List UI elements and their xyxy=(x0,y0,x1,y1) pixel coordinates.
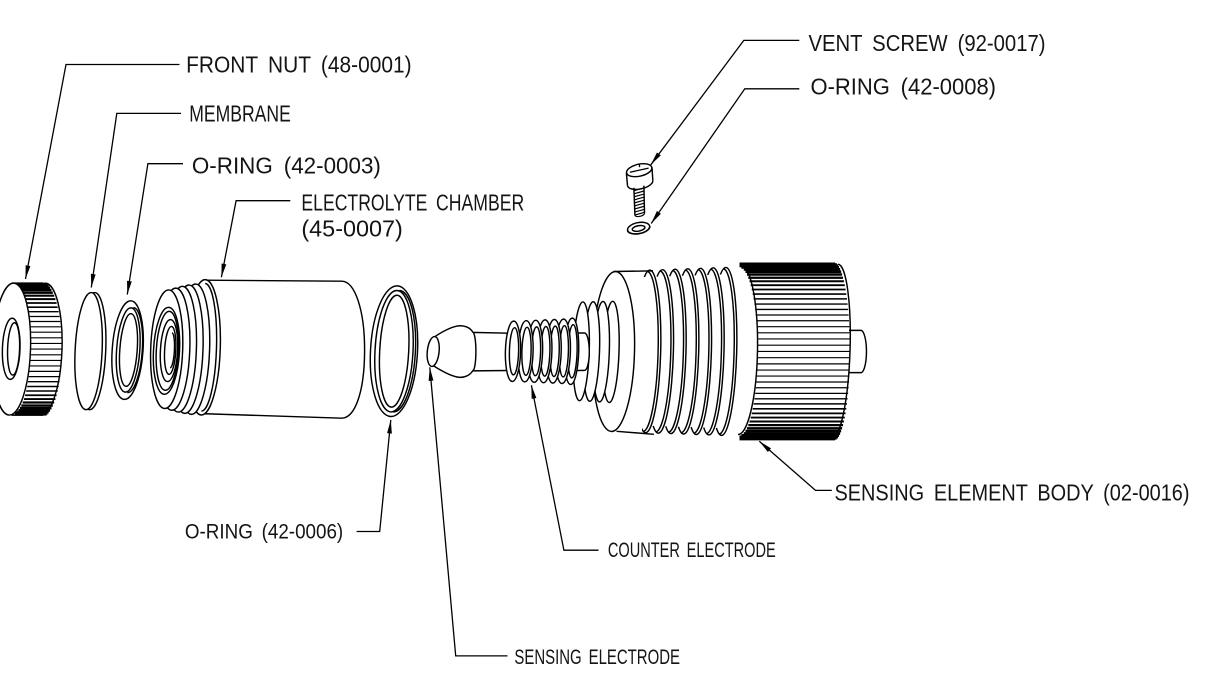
sensing-element-body-drawing-segment-94 xyxy=(433,325,477,379)
sensing-element-body-drawing-segment-66 xyxy=(655,270,672,433)
electrolyte-chamber-drawing-segment-0 xyxy=(201,279,366,419)
vent-screw-drawing-segment-6 xyxy=(633,190,645,195)
leader-lines-segment-15 xyxy=(531,385,537,399)
leader-lines-segment-16 xyxy=(429,367,508,657)
vent-screw-drawing-segment-3 xyxy=(633,187,636,216)
vent-screw-drawing-segment-5 xyxy=(633,187,645,192)
front-nut-drawing-segment-38 xyxy=(40,282,63,416)
sensing-element-body-drawing-segment-62 xyxy=(665,268,687,435)
oring-42-0008-drawing-segment-1 xyxy=(626,225,651,235)
label-counter-electrode: COUNTER ELECTRODE xyxy=(608,539,776,562)
membrane-drawing xyxy=(74,291,107,411)
vent-screw-drawing-segment-7 xyxy=(634,193,645,198)
oring-42-0006-drawing-segment-3 xyxy=(378,294,410,408)
label-oring-42-0003: O-RING (42-0003) xyxy=(192,153,381,179)
leader-lines-segment-6 xyxy=(220,200,291,278)
leader-lines-segment-19 xyxy=(759,441,772,452)
vent-screw-drawing-segment-2 xyxy=(626,180,654,191)
sensing-element-body-drawing-segment-72 xyxy=(616,430,654,436)
leader-lines-segment-5 xyxy=(127,280,132,295)
label-sensing-electrode: SENSING ELECTRODE xyxy=(514,646,680,669)
oring-42-0006-drawing-segment-2 xyxy=(374,289,414,413)
leader-lines-segment-11 xyxy=(651,211,661,224)
electrolyte-chamber-drawing-segment-2 xyxy=(201,282,218,412)
sensing-element-body-drawing-segment-71 xyxy=(613,270,654,273)
leader-lines-segment-18 xyxy=(758,440,832,492)
sensing-element-body-drawing-segment-59 xyxy=(677,268,700,435)
label-vent-screw: VENT SCREW (92-0017) xyxy=(809,30,1046,56)
leader-lines xyxy=(24,39,832,657)
leader-lines-segment-10 xyxy=(650,88,800,224)
sensing-element-body-drawing-segment-48 xyxy=(737,264,759,436)
sensing-element-body-drawing xyxy=(426,262,868,441)
electrolyte-chamber-drawing xyxy=(149,278,366,419)
leader-lines-segment-12 xyxy=(356,419,392,533)
sensing-element-body-drawing-segment-60 xyxy=(680,269,697,434)
membrane-drawing-segment-1 xyxy=(74,291,104,411)
sensing-element-body-drawing-segment-50 xyxy=(715,266,738,437)
oring-42-0008-drawing-segment-2 xyxy=(631,224,646,233)
leader-lines-segment-14 xyxy=(530,385,599,551)
sensing-element-body-drawing-segment-95 xyxy=(426,335,440,368)
leader-lines-segment-4 xyxy=(126,163,183,295)
oring-42-0003-drawing-segment-3 xyxy=(118,312,139,388)
sensing-element-body-drawing-segment-51 xyxy=(718,268,735,435)
oring-42-0006-drawing-segment-1 xyxy=(393,289,417,413)
vent-screw-drawing-segment-11 xyxy=(634,205,645,210)
sensing-element-body-drawing-segment-56 xyxy=(690,267,713,436)
leader-lines-segment-0 xyxy=(24,63,180,280)
oring-42-0003-drawing-segment-2 xyxy=(115,307,141,393)
oring-42-0006-drawing-segment-0 xyxy=(369,285,419,418)
label-front-nut: FRONT NUT (48-0001) xyxy=(186,52,412,78)
electrolyte-chamber-drawing-segment-8 xyxy=(152,306,181,395)
leader-lines-segment-2 xyxy=(90,112,181,288)
vent-screw-drawing-segment-4 xyxy=(643,185,646,214)
leader-lines-segment-8 xyxy=(650,39,800,166)
vent-screw-drawing-segment-12 xyxy=(634,208,645,213)
sensing-element-body-drawing-segment-57 xyxy=(693,268,710,434)
label-electrolyte-chamber-line1: ELECTROLYTE CHAMBER xyxy=(301,190,524,216)
vent-screw-drawing xyxy=(625,162,654,218)
vent-screw-drawing-segment-9 xyxy=(634,199,645,204)
sensing-element-body-drawing-segment-65 xyxy=(652,269,675,434)
sensing-element-body-drawing-segment-63 xyxy=(668,269,685,433)
electrolyte-chamber-drawing-segment-12 xyxy=(169,332,176,369)
sensing-element-body-drawing-segment-54 xyxy=(706,268,723,435)
sensing-element-body-drawing-segment-47 xyxy=(831,263,852,440)
vent-screw-drawing-segment-8 xyxy=(634,196,645,201)
sensing-element-body-drawing-segment-93 xyxy=(508,326,520,376)
front-nut-drawing xyxy=(0,282,63,416)
sensing-element-body-drawing-segment-53 xyxy=(703,267,725,436)
label-oring-42-0006: O-RING (42-0006) xyxy=(185,521,343,544)
label-oring-42-0008: O-RING (42-0008) xyxy=(811,74,997,100)
label-sensing-element-body: SENSING ELEMENT BODY (02-0016) xyxy=(835,480,1190,506)
leader-lines-segment-3 xyxy=(90,273,96,288)
electrolyte-chamber-drawing-segment-11 xyxy=(163,325,177,376)
leader-lines-segment-7 xyxy=(221,263,227,278)
front-nut-drawing-segment-41 xyxy=(6,321,21,376)
oring-42-0003-drawing-segment-1 xyxy=(127,306,144,394)
vent-screw-drawing-segment-10 xyxy=(634,202,645,207)
sensing-element-body-drawing-segment-91 xyxy=(521,326,532,377)
label-membrane: MEMBRANE xyxy=(189,101,290,127)
oring-42-0008-drawing xyxy=(626,221,651,235)
leader-lines-segment-1 xyxy=(25,265,31,279)
label-electrolyte-chamber-line2: (45-0007) xyxy=(301,215,402,241)
sensing-element-body-drawing-segment-69 xyxy=(642,270,659,433)
vent-screw-drawing-segment-14 xyxy=(634,213,646,218)
leader-lines-segment-9 xyxy=(650,152,661,165)
oring-42-0003-drawing xyxy=(111,300,145,401)
leader-lines-segment-17 xyxy=(428,367,434,381)
oring-42-0006-drawing xyxy=(369,285,419,418)
vent-screw-drawing-segment-16 xyxy=(629,167,649,173)
vent-screw-drawing-segment-0 xyxy=(625,173,629,186)
sensing-element-body-drawing-segment-1 xyxy=(848,329,868,374)
vent-screw-drawing-segment-13 xyxy=(634,211,645,216)
leader-lines-segment-13 xyxy=(387,419,392,434)
electrolyte-chamber-drawing-segment-10 xyxy=(159,318,179,383)
